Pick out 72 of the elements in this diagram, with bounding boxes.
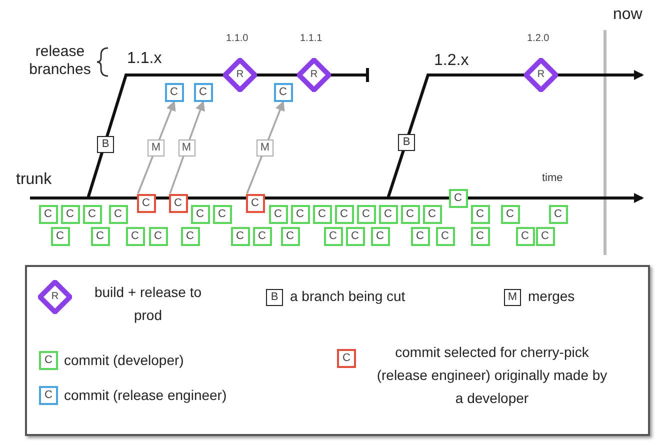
commit-box: C [164,82,184,102]
commit-box: C [516,226,534,246]
commit-box: C [268,204,288,224]
branch-label: 1.1.x [127,50,162,68]
branch-label: release branches [28,43,92,79]
commit-box: C [312,204,332,224]
commit-box: C [168,194,188,212]
commit-box: C [246,194,264,212]
commit-box: C [190,204,210,224]
version-label: 1.1.1 [300,33,322,44]
release-diamond: R [223,58,257,92]
commit-box: C [422,204,442,224]
commit-box: C [548,204,568,224]
commit-box: C [448,188,468,208]
commit-symbol: C [39,351,58,370]
commit-box: C [82,204,102,224]
commit-box: C [470,204,490,224]
commit-box: C [410,226,430,246]
legend-text: build + release to prod [93,283,203,325]
commit-box: C [38,204,58,224]
commit-box: C [536,226,554,246]
commit-box: C [400,204,420,224]
merge-arrow [246,100,285,194]
axis-label: time [542,172,563,184]
commit-box: C [60,204,80,224]
commit-box: C [356,204,376,224]
release-diamond: R [297,58,331,92]
commit-box: C [180,226,200,246]
edge-label: M [256,140,274,156]
commit-box: C [194,82,212,102]
legend-text: commit (release engineer) [64,386,228,405]
commit-box: C [126,226,144,246]
commit-box: C [290,204,310,224]
commit-box: C [334,204,354,224]
commit-box: C [252,226,272,246]
commit-box: C [470,226,490,246]
release-symbol: R [38,280,72,314]
trunk-label: trunk [16,171,52,189]
branch-symbol: B [266,289,283,306]
legend-text: commit (developer) [64,351,185,370]
edge-label: M [178,140,195,156]
commit-box: C [280,226,300,246]
commit-box: C [274,82,292,102]
commit-box: C [212,204,232,224]
branch-marker: B [398,134,415,151]
merge-symbol: M [504,289,521,306]
commit-symbol: C [337,349,356,368]
now-label: now [613,6,642,24]
commit-box: C [90,226,110,246]
commit-box: C [370,226,390,246]
legend-text: a branch being cut [290,287,406,306]
merge-arrow [169,100,205,194]
legend-text: commit selected for cherry-pick (release engineer) originally made by a developer [376,343,608,408]
commit-box: C [136,194,156,212]
version-label: 1.2.0 [527,33,550,44]
branch-label: 1.2.x [434,52,469,70]
legend-text: merges [528,287,576,306]
version-label: 1.1.0 [226,33,248,44]
edge-label: M [148,140,164,156]
commit-symbol: C [39,386,58,405]
commit-box: C [378,204,398,224]
commit-box: C [500,204,520,224]
release-diamond: R [524,58,558,92]
commit-box: C [148,226,168,246]
commit-box: C [346,226,364,246]
commit-box: C [108,204,128,224]
commit-box: C [50,226,70,246]
merge-arrow [137,100,176,194]
commit-box: C [436,226,454,246]
commit-box: C [230,226,250,246]
branch-marker: B [97,136,114,153]
commit-box: C [324,226,342,246]
